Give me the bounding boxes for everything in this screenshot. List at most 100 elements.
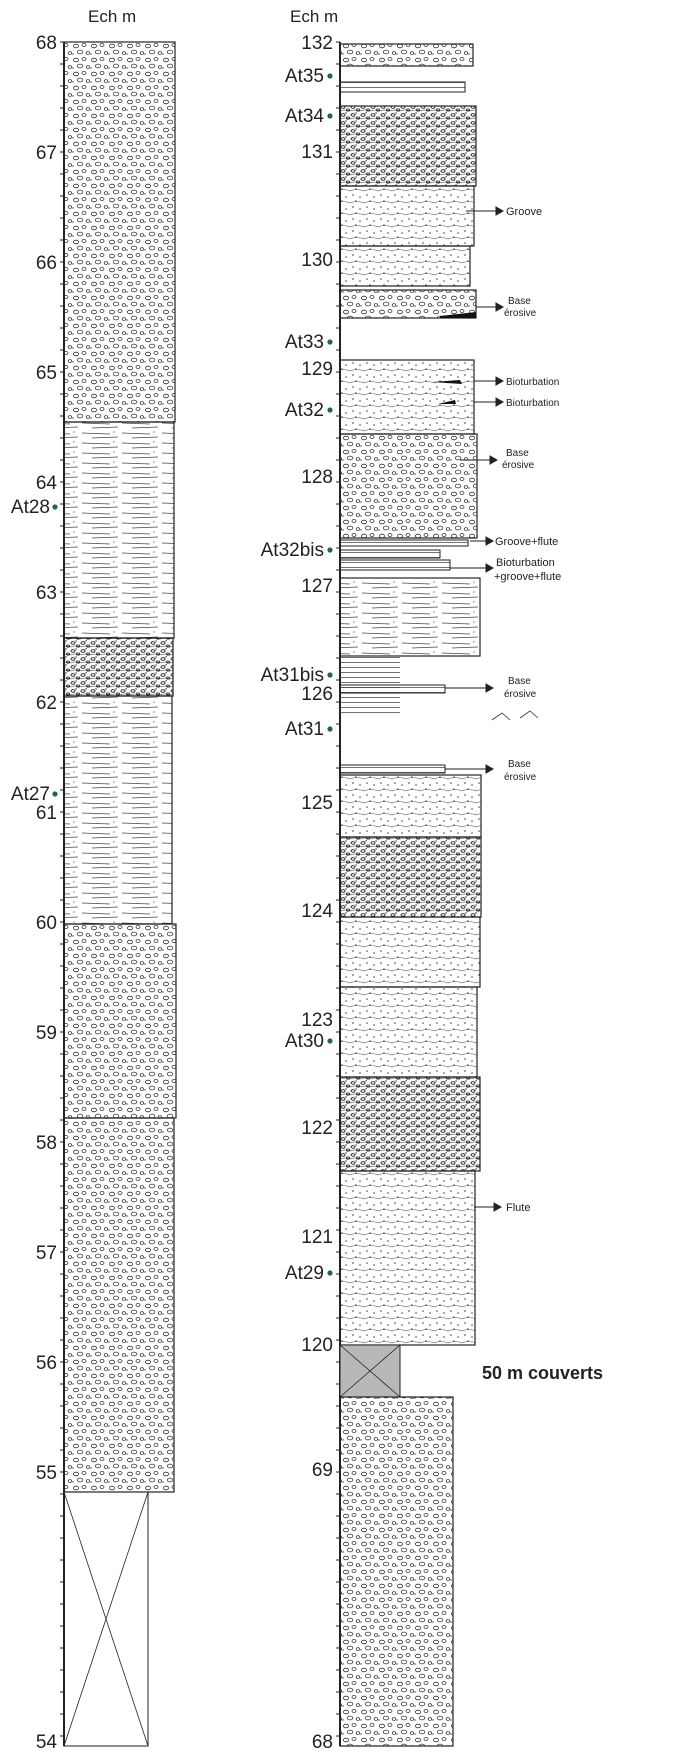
right-tick-label: 68: [312, 1732, 333, 1751]
right-bed-thin-6: [340, 765, 445, 773]
left-tick-label: 56: [36, 1353, 57, 1374]
right-bed-gravel-base: [340, 1397, 453, 1746]
right-column: Ech m 50 m couverts: [261, 7, 603, 1751]
right-bed-thin-5: [340, 685, 445, 693]
left-covered-interval: [64, 1492, 148, 1746]
left-tick-label: 54: [36, 1732, 58, 1751]
left-tick-label: 68: [36, 33, 57, 54]
left-tick-label: 62: [36, 693, 57, 714]
annotation-label: Bioturbation: [506, 398, 559, 409]
right-bed-bioturbated: [340, 360, 474, 434]
right-tick-label: 130: [301, 250, 333, 271]
annotation-bioturbation-2: Bioturbation: [474, 398, 559, 409]
annotation-flute: Flute: [474, 1202, 530, 1214]
left-bed-dense-gravel: [64, 638, 173, 696]
right-bed-dense-3: [340, 1077, 480, 1171]
sample-label: At27: [11, 784, 50, 805]
left-bed-laminated-2: [64, 696, 172, 924]
left-tick-label: 63: [36, 583, 57, 604]
annotation-label: érosive: [504, 308, 537, 319]
annotation-label: érosive: [502, 460, 535, 471]
annotation-base-erosive-3: Base érosive: [445, 676, 538, 720]
annotation-label: Groove: [506, 206, 542, 218]
right-bed-laminated-1: [340, 578, 480, 656]
annotation-label: Base: [506, 448, 529, 459]
left-tick-label: 66: [36, 253, 57, 274]
left-depth-ticks: 68 67 66 65 64 63 62 61 60 59 58 57 56 5…: [36, 33, 58, 1751]
left-tick-label: 57: [36, 1243, 57, 1264]
annotation-bioturbation-1: Bioturbation: [474, 377, 559, 388]
sample-marker: [327, 1038, 332, 1043]
right-bed-thin-shale-1: [340, 82, 465, 92]
left-tick-label: 64: [36, 473, 58, 494]
annotation-label: érosive: [504, 772, 537, 783]
left-tick-label: 65: [36, 363, 57, 384]
sample-label: At31bis: [261, 665, 324, 686]
sample-marker: [327, 407, 332, 412]
left-tick-label: 60: [36, 913, 57, 934]
annotation-label: Bioturbation: [496, 557, 555, 569]
right-tick-label: 129: [301, 359, 333, 380]
annotation-groove-flute: Groove+flute: [470, 536, 558, 548]
right-bed-thin-2: [340, 540, 468, 546]
ripple-symbol: [492, 711, 538, 720]
sample-label: At32bis: [261, 540, 324, 561]
right-bed-dense-1: [340, 106, 476, 186]
covered-gap-label: 50 m couverts: [482, 1363, 603, 1383]
annotation-label: Base: [508, 759, 531, 770]
right-tick-label: 124: [301, 901, 333, 922]
sample-marker: [327, 113, 332, 118]
sample-label: At28: [11, 497, 50, 518]
left-tick-label: 61: [36, 803, 57, 824]
sample-marker: [327, 726, 332, 731]
left-tick-label: 67: [36, 143, 57, 164]
sample-marker: [327, 73, 332, 78]
left-column: Ech m 68 67 66 65 64 63 62 61 60 59 58: [11, 7, 176, 1751]
left-tick-label: 59: [36, 1023, 57, 1044]
left-tick-label: 55: [36, 1463, 57, 1484]
left-column-header: Ech m: [88, 7, 136, 26]
sample-marker: [327, 1270, 332, 1275]
right-tick-label: 126: [301, 684, 333, 705]
annotation-label: Groove+flute: [495, 536, 558, 548]
sample-label: At32: [285, 400, 324, 421]
left-sample-at27: At27: [11, 784, 58, 805]
right-bed-sand-3: [340, 917, 480, 987]
sample-label: At35: [285, 66, 324, 87]
sample-marker: [327, 672, 332, 677]
right-bed-gravel-cap: [340, 44, 473, 66]
sample-marker: [327, 547, 332, 552]
right-bed-sand-slump: [340, 987, 477, 1077]
sample-marker: [327, 339, 332, 344]
right-covered-interval: [340, 1345, 400, 1397]
right-bed-sand-2: [340, 775, 481, 837]
right-bed-erosive-1: [340, 290, 476, 318]
right-tick-label: 120: [301, 1335, 333, 1356]
right-tick-label: 122: [301, 1118, 333, 1139]
right-bed-sand-1: [340, 246, 470, 286]
left-bed-gravel-3: [64, 1118, 174, 1492]
sample-label: At30: [285, 1031, 324, 1052]
annotation-label: Base: [508, 296, 531, 307]
right-bed-sand-flute: [340, 1171, 475, 1345]
annotation-label: Flute: [506, 1202, 530, 1214]
annotation-label: érosive: [504, 689, 537, 700]
sample-label: At31: [285, 719, 324, 740]
right-bed-erosive-2: [340, 434, 477, 538]
sample-label: At33: [285, 332, 324, 353]
left-bed-gravel-top: [64, 42, 175, 422]
left-tick-label: 58: [36, 1133, 57, 1154]
annotation-groove: Groove: [466, 206, 542, 218]
right-column-header: Ech m: [290, 7, 338, 26]
sample-marker: [52, 791, 57, 796]
annotation-base-erosive-1: Base érosive: [476, 296, 537, 319]
left-sample-at28: At28: [11, 497, 58, 518]
right-samples: At35 At34 At33 At32 At32bis At31bis At31…: [261, 66, 333, 1284]
sample-label: At34: [285, 106, 325, 127]
left-bed-laminated-1: [64, 422, 174, 638]
annotation-label: Base: [508, 676, 531, 687]
right-bed-sand-groove: [340, 186, 474, 246]
sample-marker: [52, 504, 57, 509]
annotation-label: Bioturbation: [506, 377, 559, 388]
